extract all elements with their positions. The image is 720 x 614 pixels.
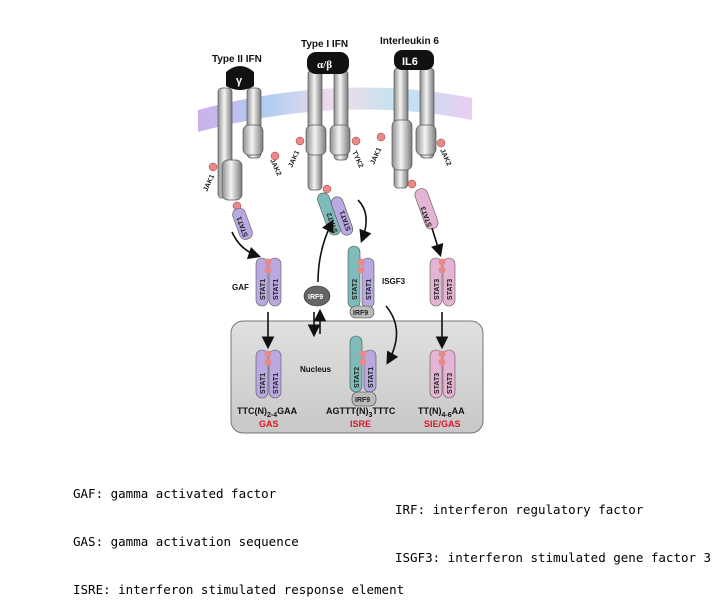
jak-stat-pathway-diagram: Nucleus Type II IFN Type I IFN Interleuk…	[198, 36, 484, 434]
svg-text:IL6: IL6	[402, 56, 418, 68]
receptor-type1	[305, 69, 351, 191]
svg-text:STAT3: STAT3	[434, 279, 441, 300]
legend-gas: GAS: gamma activation sequence	[73, 534, 299, 549]
stat3-dimer-cytoplasm: STAT3 STAT3	[429, 257, 456, 307]
svg-text:α/β: α/β	[317, 59, 332, 71]
element-isre: ISRE	[350, 419, 371, 429]
svg-text:STAT1: STAT1	[273, 373, 280, 394]
svg-text:γ: γ	[236, 75, 243, 87]
svg-text:STAT2: STAT2	[354, 367, 361, 388]
ligand-gamma: γ	[226, 66, 254, 90]
kinase-jak1-il6: JAK1	[369, 147, 383, 166]
label-isgf3: ISGF3	[382, 277, 406, 286]
svg-text:STAT3: STAT3	[447, 373, 454, 394]
legend-isre: ISRE: interferon stimulated response ele…	[73, 582, 405, 597]
svg-text:STAT3: STAT3	[434, 373, 441, 394]
nucleus-label: Nucleus	[300, 365, 332, 374]
svg-text:IRF9: IRF9	[353, 310, 368, 317]
title-interleukin6: Interleukin 6	[380, 36, 439, 47]
dna-gas-sequence: TTC(N)2-4GAA	[237, 406, 298, 419]
element-sie-gas: SIE/GAS	[424, 419, 461, 429]
svg-text:STAT1: STAT1	[260, 373, 267, 394]
svg-text:STAT3: STAT3	[447, 279, 454, 300]
irf9-free: IRF9	[303, 285, 331, 307]
label-gaf: GAF	[232, 283, 249, 292]
stat1-stat2-recruited: STAT2 STAT1	[317, 192, 354, 236]
receptor-il6	[391, 67, 437, 189]
kinase-jak1-type1: JAK1	[287, 150, 301, 169]
kinase-tyk2: TYK2	[350, 150, 364, 169]
stat3-dimer-nucleus: STAT3 STAT3	[429, 349, 456, 399]
title-type2-ifn: Type II IFN	[212, 54, 262, 65]
svg-text:STAT1: STAT1	[366, 279, 373, 300]
receptor-type2	[217, 87, 264, 201]
svg-text:STAT1: STAT1	[368, 367, 375, 388]
svg-text:IRF9: IRF9	[308, 294, 323, 301]
svg-text:IRF9: IRF9	[355, 397, 370, 404]
legend-gaf: GAF: gamma activated factor	[73, 486, 277, 501]
dna-sie-sequence: TT(N)4-6AA	[418, 406, 465, 419]
svg-text:STAT2: STAT2	[352, 279, 359, 300]
kinase-jak2-il6: JAK2	[438, 148, 452, 167]
isgf3-nucleus: STAT2 STAT1 IRF9	[349, 335, 377, 407]
stat3-recruited: STAT3	[414, 188, 439, 230]
phospho-markers	[208, 132, 446, 211]
legend-isgf3: ISGF3: interferon stimulated gene factor…	[395, 550, 712, 565]
kinase-jak2-type2: JAK2	[268, 158, 282, 177]
pathway-arrows	[231, 199, 449, 365]
isgf3-cytoplasm: STAT2 STAT1 IRF9	[347, 245, 375, 319]
legend-left: GAF: gamma activated factor GAS: gamma a…	[73, 454, 404, 614]
svg-text:STAT1: STAT1	[273, 279, 280, 300]
ligand-il6: IL6	[394, 50, 434, 70]
dna-isre-sequence: AGTTT(N)3TTTC	[326, 406, 396, 419]
ligand-alpha-beta: α/β	[307, 52, 349, 74]
title-type1-ifn: Type I IFN	[301, 39, 348, 50]
kinase-jak1-type2: JAK1	[202, 174, 216, 193]
gaf-dimer-nucleus: STAT1 STAT1	[255, 349, 282, 399]
svg-text:STAT1: STAT1	[260, 279, 267, 300]
stat1-recruited: STAT1	[232, 207, 253, 240]
element-gas: GAS	[259, 419, 279, 429]
gaf-dimer-cytoplasm: STAT1 STAT1	[255, 257, 282, 307]
legend-irf: IRF: interferon regulatory factor	[395, 502, 644, 517]
legend-right: IRF: interferon regulatory factor ISGF3:…	[395, 470, 711, 582]
